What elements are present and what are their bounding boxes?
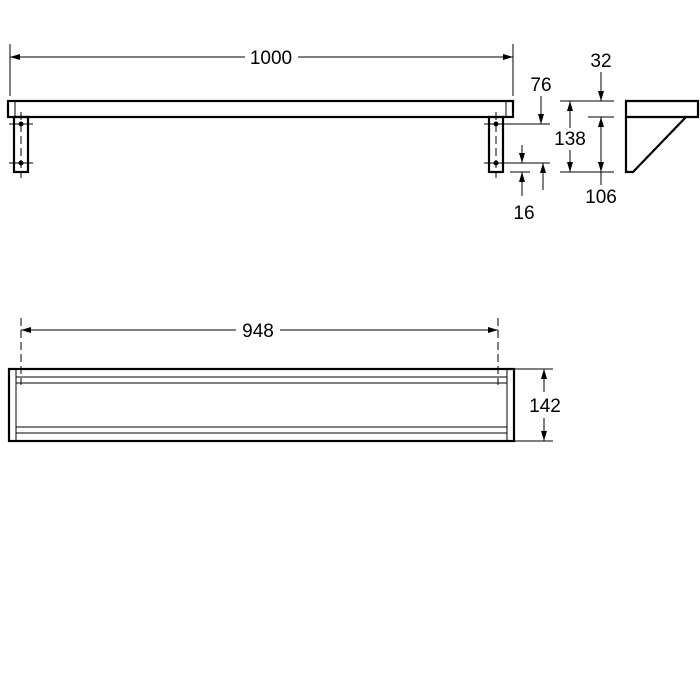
mount-offset-dimension: 76 [530,75,551,96]
hole-distance-dimension: 948 [242,321,274,342]
total-height-dimension: 138 [554,129,586,150]
shelf-front [6,99,515,119]
depth-dimension: 142 [529,396,561,417]
right-bracket [484,112,550,178]
bracket-height-dimension: 106 [585,187,617,208]
hole-spacing-dimension: 16 [513,203,534,224]
shelf-profile [624,99,700,119]
side-view: 138 32 106 [554,51,700,208]
top-thickness-dimension: 32 [590,51,611,72]
front-view: 1000 76 16 [6,44,552,224]
shelf-top [7,367,516,443]
left-bracket [9,112,33,178]
bracket-profile [624,116,687,174]
width-dimension: 1000 [250,48,292,69]
top-view: 948 142 [7,318,561,443]
